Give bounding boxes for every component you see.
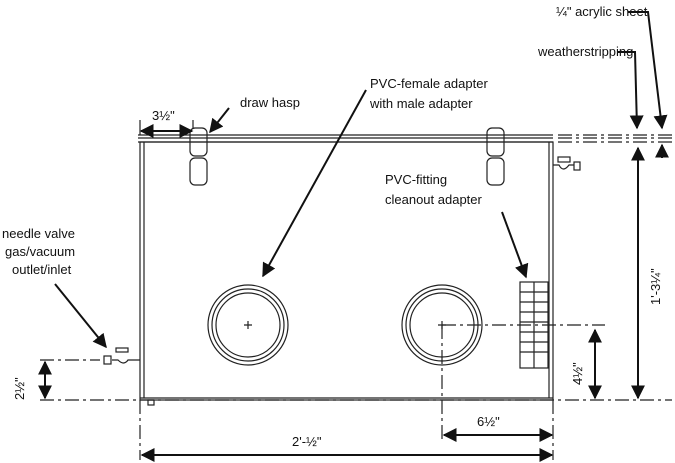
label-acrylic-sheet: ¼" acrylic sheet	[556, 4, 648, 19]
draw-hasp-right	[486, 127, 505, 186]
dim-valve-height: 2½"	[12, 377, 27, 400]
dimension-lines	[38, 120, 672, 462]
label-pvc-female-1: PVC-female adapter	[370, 76, 488, 91]
label-pvc-fitting-2: cleanout adapter	[385, 192, 483, 207]
draw-hasp-left	[189, 127, 208, 186]
label-needle-3: outlet/inlet	[12, 262, 72, 277]
dim-width: 2'-½"	[292, 434, 322, 449]
label-needle-2: gas/vacuum	[5, 244, 75, 259]
label-pvc-fitting-1: PVC-fitting	[385, 172, 447, 187]
label-pvc-female-2: with male adapter	[369, 96, 473, 111]
label-weatherstripping: weatherstripping	[537, 44, 633, 59]
leaders	[54, 11, 669, 349]
dim-height: 1'-3¼"	[648, 268, 663, 305]
glove-port-left	[207, 284, 289, 366]
label-draw-hasp: draw hasp	[240, 95, 300, 110]
box-body	[139, 141, 554, 406]
dim-hasp-offset: 3½"	[152, 108, 175, 123]
top-right-valve	[553, 156, 581, 171]
dim-port-offset: 6½"	[477, 414, 500, 429]
needle-valve	[103, 347, 140, 365]
acrylic-lid	[138, 134, 672, 143]
dim-port-height: 4½"	[570, 362, 585, 385]
label-needle-1: needle valve	[2, 226, 75, 241]
